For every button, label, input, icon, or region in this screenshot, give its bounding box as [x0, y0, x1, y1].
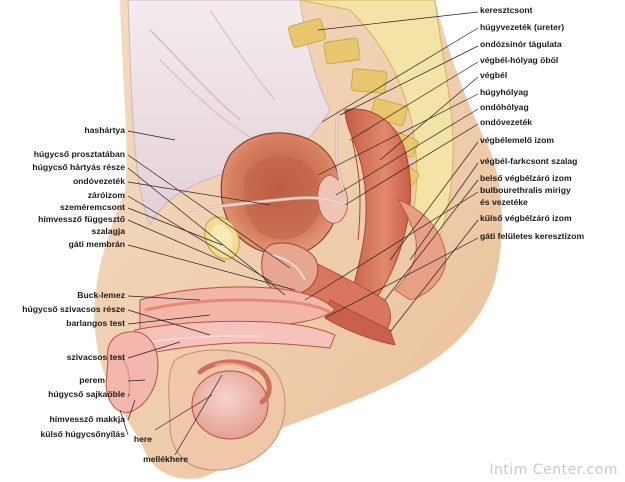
label-vegbelemelo-izom: végbélemelő izom	[480, 135, 554, 145]
label-ondoholyag: ondóhólyag	[480, 102, 529, 112]
label-buck-lemez: Buck-lemez	[77, 290, 125, 300]
label-belso-vegbelzaro-izom: belső végbélzáró izom	[480, 173, 572, 183]
label-hugycso-szivacsos-resze: húgycső szivacsos része	[22, 304, 125, 314]
label-perem: perem	[79, 375, 105, 385]
label-himvesszo-fuggeszto: hímvessző függesztő	[38, 214, 125, 224]
pubic-bone	[204, 216, 240, 260]
glans	[105, 331, 159, 413]
label-szalagja: szalagja	[92, 226, 126, 236]
label-zaroizom: záróizom	[88, 190, 126, 200]
label-ondozsinor-tagulata: ondózsinór tágulata	[480, 39, 562, 49]
label-bulbourethralis-mirigy: bulbourethralis mirigy	[480, 185, 571, 195]
label-hugycso-sajkaoble: húgycső sajkaöble	[48, 389, 125, 399]
peritoneum-area	[127, 0, 331, 227]
label-hugycso-hartyas-resze: húgycső hártyás része	[32, 162, 125, 172]
label-gati-membran: gáti membrán	[69, 239, 125, 249]
label-vegbel-farkcsont-szalag: végbél-farkcsont szalag	[480, 156, 577, 166]
label-mellekhere: mellékhere	[143, 454, 188, 464]
leader-lines-left	[119, 130, 296, 436]
leader-lines-bottom	[154, 374, 223, 456]
label-hugyholyag: húgyhólyag	[480, 87, 528, 97]
label-himvesszo-makkja: hímvessző makkja	[50, 414, 126, 424]
scrotum	[168, 349, 286, 471]
label-gati-feluletes-keresztizom: gáti felületes keresztizom	[480, 231, 584, 241]
label-vegbel-holyag-obol: végbél-hólyag öböl	[480, 55, 558, 65]
bladder	[220, 132, 341, 257]
label-hugycso-prosztataban: húgycső prosztatában	[34, 149, 125, 159]
label-szemeremcsont: szeméremcsont	[60, 202, 125, 212]
labels-bottom: here mellékhere	[134, 434, 188, 464]
label-vegbel: végbél	[480, 70, 507, 80]
label-szivacsos-test: szivacsos test	[67, 352, 125, 362]
seminal-vesicle	[189, 109, 349, 224]
leader-lines-right	[304, 11, 479, 333]
testis	[191, 370, 269, 440]
label-ondovezetek-right: ondóvezeték	[480, 117, 532, 127]
labels-left: hashártya húgycső prosztatában húgycső h…	[22, 125, 125, 439]
label-kulso-hugycsonyilas: külső húgycsőnyílás	[40, 429, 125, 439]
label-kulso-vegbelzaro-izom: külső végbélzáró izom	[480, 213, 572, 223]
penis	[129, 286, 336, 359]
label-keresztcsont: keresztcsont	[480, 5, 533, 15]
label-barlangos-test: barlangos test	[66, 318, 125, 328]
epididymis	[197, 359, 272, 405]
label-es-vezeteke: és vezetéke	[480, 197, 528, 207]
label-ureter: húgyvezeték (ureter)	[480, 22, 564, 32]
label-hashartya: hashártya	[84, 125, 125, 135]
labels-right: keresztcsont húgyvezeték (ureter) ondózs…	[480, 5, 584, 241]
watermark: Intim Center.com	[489, 462, 618, 478]
label-ondovezetek-left: ondóvezeték	[73, 176, 125, 186]
label-here: here	[134, 434, 152, 444]
